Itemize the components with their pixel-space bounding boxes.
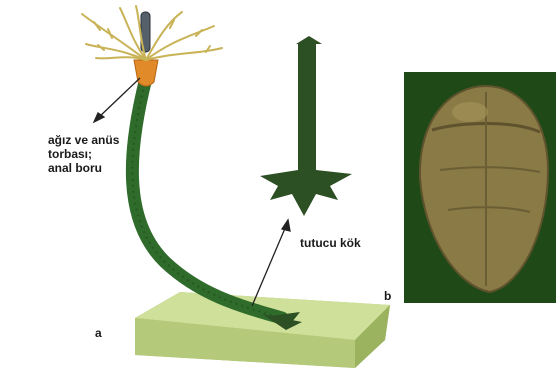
crinoid-arms xyxy=(82,6,222,60)
panel-b-label: b xyxy=(384,289,391,303)
mouth-label-line-1: ağız ve anüs xyxy=(48,133,119,147)
fossil-photo xyxy=(404,72,556,303)
mouth-anal-sac-label: ağız ve anüs torbası; anal boru xyxy=(48,133,119,175)
holdfast-label: tutucu kök xyxy=(300,236,361,250)
sediment-base xyxy=(135,292,390,368)
pointer-arrows xyxy=(94,78,290,306)
mouth-label-line-2: torbası; xyxy=(48,147,119,161)
panel-a-label: a xyxy=(95,326,102,340)
crinoid-stem xyxy=(132,78,282,318)
mouth-label-line-3: anal boru xyxy=(48,161,119,175)
holdfast-icon xyxy=(260,44,352,216)
crinoid-calyx xyxy=(134,60,158,86)
